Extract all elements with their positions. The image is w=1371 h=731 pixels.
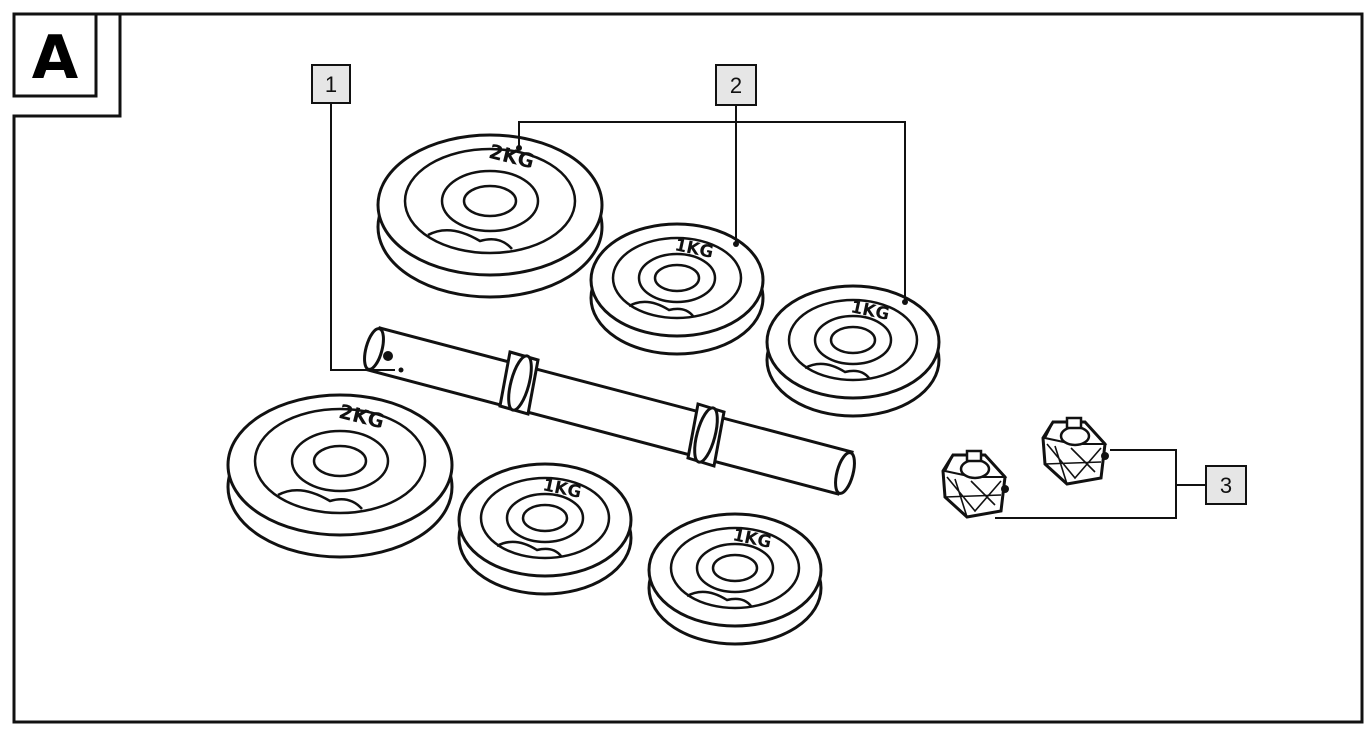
callout-3-label: 3	[1220, 473, 1232, 498]
collar-lock-left	[941, 449, 1011, 519]
diagram-frame	[12, 12, 1364, 724]
panel-label: A	[32, 23, 79, 93]
dumbbell-handle	[363, 326, 856, 496]
panel-label-box	[12, 12, 98, 98]
callout-2-label: 2	[730, 73, 742, 98]
handle-collar-ring-right	[686, 402, 726, 468]
callout-1-leader	[330, 103, 395, 371]
callout-3-box	[1205, 465, 1247, 505]
weight-plate-small-front-2: 1KG	[647, 512, 823, 646]
callout-1-label: 1	[325, 72, 337, 97]
weight-plate-small-back-2: 1KG	[765, 284, 941, 418]
weight-plate-large-back: 2KG	[376, 133, 604, 299]
weight-plate-small-back-1: 1KG	[589, 222, 765, 356]
weight-plate-small-front-1: 1KG	[457, 462, 633, 596]
callout-1-box	[311, 64, 351, 104]
callout-2: 2	[516, 64, 908, 305]
callout-3: 3	[995, 449, 1247, 519]
collar-lock-right	[1041, 416, 1111, 486]
callout-1: 1	[311, 64, 395, 371]
callout-2-box	[715, 64, 757, 106]
weight-plate-large-front: 2KG	[226, 393, 454, 559]
callout-2-leader-branches	[518, 121, 906, 302]
handle-collar-ring-left	[498, 350, 540, 416]
